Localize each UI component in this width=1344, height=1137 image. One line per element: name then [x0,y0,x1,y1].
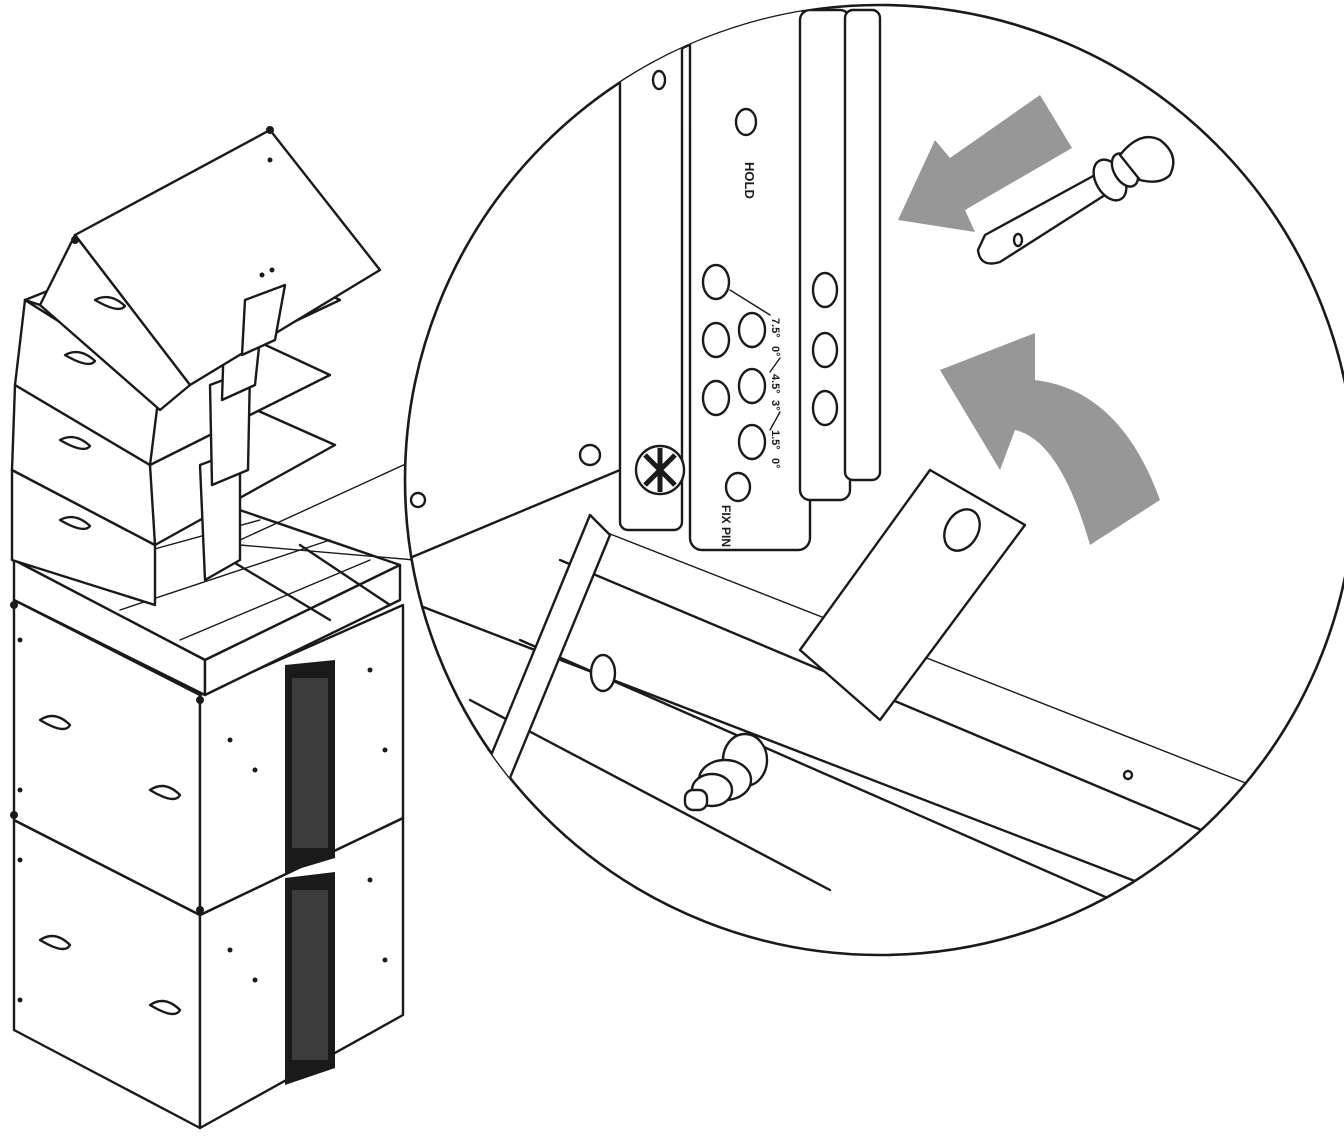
hang-plates: HOLD 7.5° 0° 4.5° 3° [618,8,882,552]
svg-text:4.5°: 4.5° [769,374,781,394]
rotate-arrow-icon [940,333,1160,545]
push-arrow-icon [898,95,1072,232]
angle-labels: 7.5° 0° 4.5° 3° 1.5° 0° [769,318,781,469]
svg-text:1.5°: 1.5° [769,430,781,450]
seated-pin-icon [683,732,769,812]
subwoofer-upper [10,598,405,917]
svg-text:7.5°: 7.5° [769,318,781,338]
fix-pin-label: FIX PIN [719,505,733,547]
svg-text:0°: 0° [769,346,781,357]
logo-mark-icon [634,444,686,496]
quick-release-pin-icon [976,135,1175,265]
svg-text:3°: 3° [769,400,781,411]
line-array-box-1 [23,126,382,412]
hold-label: HOLD [742,162,757,199]
detail-view: HOLD 7.5° 0° 4.5° 3° [403,3,1344,957]
callout-wedge [239,461,416,561]
hold-hole [734,107,758,137]
speaker-stack [10,126,416,1130]
svg-text:0°: 0° [769,458,781,469]
link-arm [798,468,1027,722]
